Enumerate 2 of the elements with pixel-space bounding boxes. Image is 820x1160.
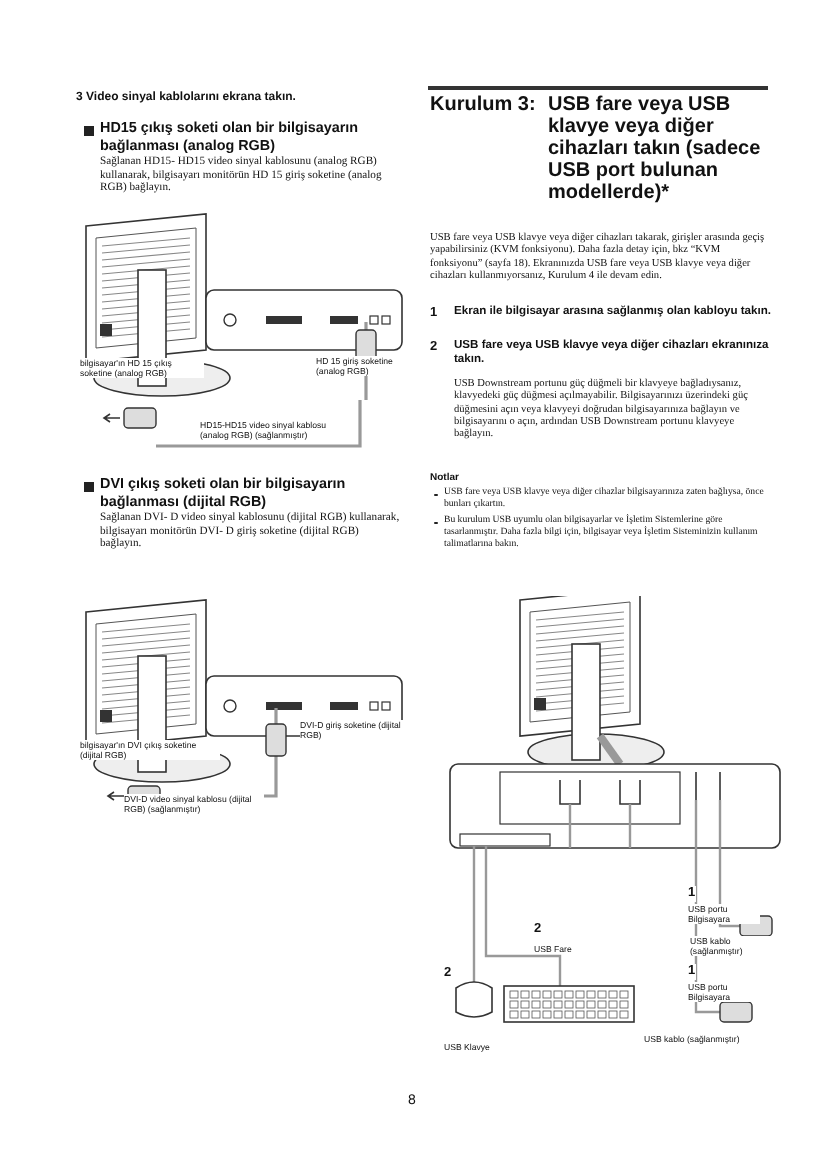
setup-heading: Kurulum 3: [430, 94, 536, 116]
setup-heading: USB fare veya USB klavye veya diğer cihazları takın (sadece USB port bulunan modellerde)* [548, 94, 763, 204]
